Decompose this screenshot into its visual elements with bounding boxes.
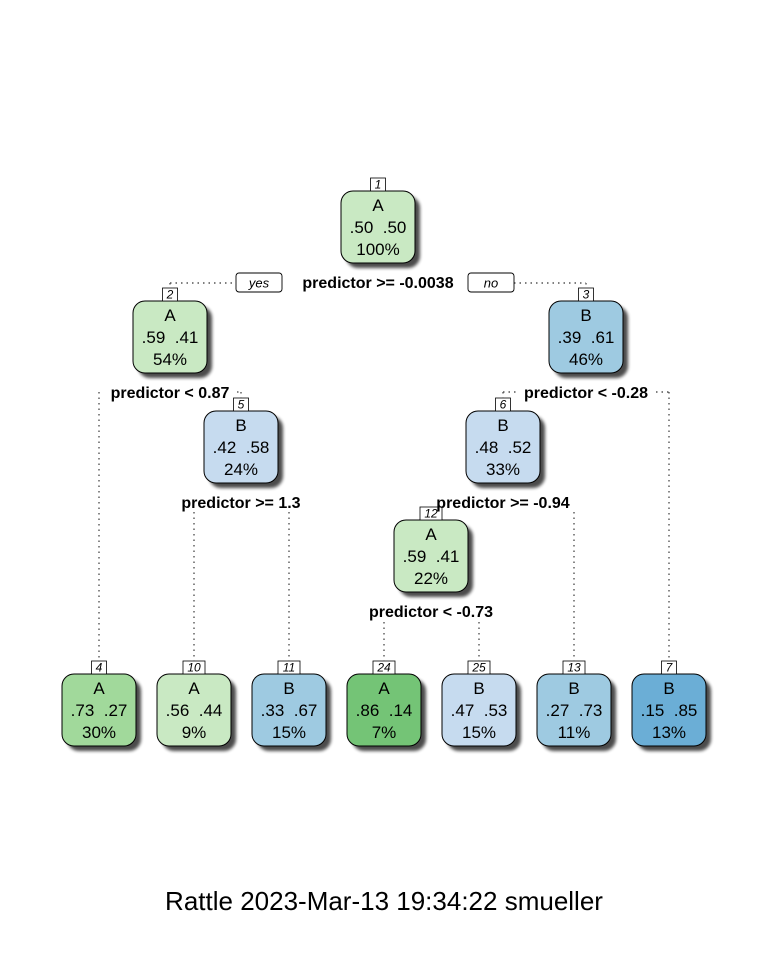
split-labels: predictor >= -0.0038 predictor < 0.87 pred… (111, 272, 648, 621)
node-percent: 33% (486, 460, 520, 479)
node-class: A (425, 525, 437, 544)
node-probs: .15 .85 (641, 701, 698, 720)
tree-node-13: 13B .27 .73 11% (536, 660, 616, 751)
node-class: B (568, 679, 579, 698)
node-percent: 7% (372, 723, 397, 742)
no-label-text: no (484, 276, 498, 291)
node-id-box (370, 177, 386, 192)
node-probs: .59 .41 (403, 547, 460, 566)
node-class: B (497, 416, 508, 435)
node-id-box (578, 287, 594, 302)
node-id-box (419, 506, 443, 521)
node-probs: .33 .67 (261, 701, 318, 720)
split-label-2: predictor < 0.87 (111, 385, 230, 402)
tree-node-25: 25B .47 .53 15% (441, 660, 521, 751)
node-probs: .48 .52 (475, 438, 532, 457)
node-id: 3 (583, 288, 590, 302)
node-id-box (182, 660, 206, 675)
split-label-3: predictor < -0.28 (524, 385, 648, 402)
node-probs: .86 .14 (356, 701, 413, 720)
node-class: B (473, 679, 484, 698)
node-class: A (372, 196, 384, 215)
split-label-6: predictor >= -0.94 (436, 495, 569, 512)
no-label: no (467, 272, 515, 293)
node-percent: 54% (153, 350, 187, 369)
node-id-box (91, 660, 107, 675)
node-class: A (188, 679, 200, 698)
node-id-box (661, 660, 677, 675)
node-percent: 15% (272, 723, 306, 742)
node-id: 7 (666, 661, 674, 675)
node-id-box (495, 397, 511, 412)
node-percent: 30% (82, 723, 116, 742)
node-probs: .39 .61 (558, 328, 615, 347)
yes-label: yes (235, 272, 283, 293)
node-probs: .56 .44 (166, 701, 223, 720)
node-percent: 15% (462, 723, 496, 742)
tree-node-11: 11B .33 .67 15% (251, 660, 331, 751)
node-id: 12 (424, 507, 438, 521)
node-id: 24 (376, 661, 391, 675)
split-label-12: predictor < -0.73 (369, 604, 493, 621)
node-id-box (562, 660, 586, 675)
node-probs: .50 .50 (350, 218, 407, 237)
node-probs: .47 .53 (451, 701, 508, 720)
node-percent: 24% (224, 460, 258, 479)
node-probs: .73 .27 (71, 701, 128, 720)
node-id-box (162, 287, 178, 302)
split-label-1: predictor >= -0.0038 (302, 275, 453, 292)
tree-node-3: 3B .39 .61 46% (548, 287, 628, 378)
node-id-box (233, 397, 249, 412)
tree-node-2: 2A .59 .41 54% (132, 287, 212, 378)
node-probs: .59 .41 (142, 328, 199, 347)
node-id: 25 (471, 661, 486, 675)
node-class: A (164, 306, 176, 325)
node-id-box (277, 660, 301, 675)
node-id: 1 (375, 178, 382, 192)
node-id: 11 (283, 661, 295, 675)
node-id: 2 (166, 288, 174, 302)
node-id: 6 (500, 398, 507, 412)
node-id: 13 (567, 661, 581, 675)
tree-node-10: 10A .56 .44 9% (156, 660, 236, 751)
node-percent: 9% (182, 723, 207, 742)
node-probs: .27 .73 (546, 701, 603, 720)
node-id: 4 (96, 661, 103, 675)
node-id: 5 (238, 398, 245, 412)
node-percent: 22% (414, 569, 448, 588)
node-id-box (372, 660, 396, 675)
tree-node-12: 12A .59 .41 22% (393, 506, 473, 597)
node-percent: 100% (356, 240, 399, 259)
node-class: B (663, 679, 674, 698)
tree-node-24: 24A .86 .14 7% (346, 660, 426, 751)
node-class: B (580, 306, 591, 325)
node-id-box (467, 660, 491, 675)
node-percent: 13% (652, 723, 686, 742)
node-probs: .42 .58 (213, 438, 270, 457)
node-percent: 11% (558, 723, 591, 742)
node-class: B (283, 679, 294, 698)
yes-label-box (235, 272, 283, 293)
tree-node-7: 7B .15 .85 13% (631, 660, 711, 751)
tree-node-1: 1A .50 .50 100% (340, 177, 420, 268)
tree-node-5: 5B .42 .58 24% (203, 397, 283, 488)
footer-caption: Rattle 2023-Mar-13 19:34:22 smueller (165, 886, 603, 916)
node-percent: 46% (569, 350, 603, 369)
node-class: B (235, 416, 246, 435)
split-label-5: predictor >= 1.3 (181, 495, 300, 512)
no-label-box (467, 272, 515, 293)
tree-edges (98, 282, 670, 672)
node-class: A (378, 679, 390, 698)
node-class: A (93, 679, 105, 698)
yes-label-text: yes (248, 276, 270, 291)
tree-node-6: 6B .48 .52 33% (465, 397, 545, 488)
node-id: 10 (187, 661, 201, 675)
tree-node-4: 4A .73 .27 30% (61, 660, 141, 751)
